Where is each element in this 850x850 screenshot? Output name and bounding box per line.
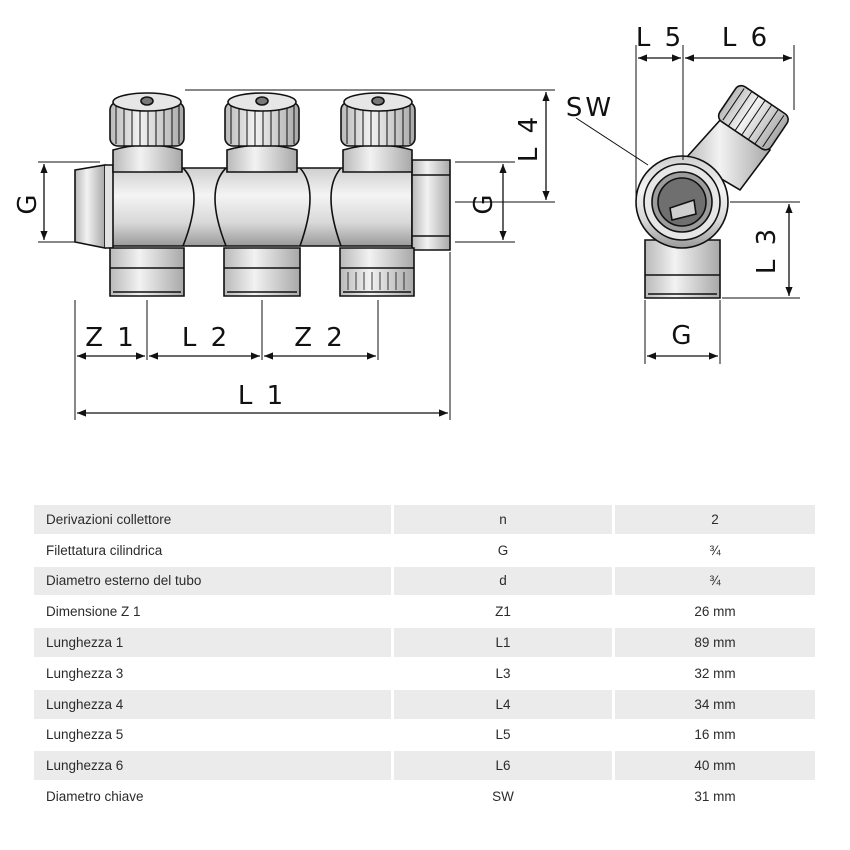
row-symbol: d [394, 566, 612, 596]
dim-g-mid: G [469, 191, 499, 214]
row-value: 31 mm [615, 782, 815, 811]
row-symbol: L4 [394, 689, 612, 719]
right-nut-end [411, 159, 451, 251]
row-symbol: Z1 [394, 597, 612, 627]
cell-separator [612, 597, 615, 627]
side-extension-lines [575, 45, 800, 364]
row-value: 2 [615, 505, 815, 534]
row-symbol: L3 [394, 658, 612, 688]
technical-drawing: G G L 4 Z 1 L 2 Z 2 L 1 [13, 23, 800, 420]
outlet-3 [339, 247, 415, 297]
row-description: Lunghezza 6 [34, 751, 391, 781]
row-value: 34 mm [615, 689, 815, 719]
dim-g-side: G [671, 321, 694, 351]
dim-z1: Z 1 [85, 323, 137, 353]
dim-l3: L 3 [752, 226, 782, 274]
cell-separator [391, 782, 394, 811]
cell-separator [612, 535, 615, 565]
row-description: Filettatura cilindrica [34, 535, 391, 565]
dimension-lines [40, 92, 550, 417]
cell-separator [391, 751, 394, 781]
row-symbol: n [394, 505, 612, 534]
row-symbol: L6 [394, 751, 612, 781]
valve-1 [109, 92, 185, 173]
cell-separator [612, 751, 615, 781]
row-symbol: L5 [394, 720, 612, 750]
cell-separator [612, 782, 615, 811]
row-description: Diametro esterno del tubo [34, 566, 391, 596]
manifold-side-view [635, 84, 789, 299]
outlet-1 [109, 247, 185, 297]
row-value: ¾ [615, 566, 815, 596]
cell-separator [391, 720, 394, 750]
row-symbol: L1 [394, 628, 612, 657]
row-description: Dimensione Z 1 [34, 597, 391, 627]
dim-l1: L 1 [238, 381, 286, 411]
row-description: Lunghezza 3 [34, 658, 391, 688]
cell-separator [391, 628, 394, 657]
cell-separator [612, 689, 615, 719]
dim-l2: L 2 [182, 323, 230, 353]
row-description: Derivazioni collettore [34, 505, 391, 534]
row-value: 89 mm [615, 628, 815, 657]
row-description: Diametro chiave [34, 782, 391, 811]
dim-g-left: G [13, 191, 43, 214]
extension-lines [38, 89, 555, 420]
row-value: 16 mm [615, 720, 815, 750]
manifold-front-view [74, 92, 451, 297]
cell-separator [612, 658, 615, 688]
cell-separator [612, 505, 615, 534]
cell-separator [391, 535, 394, 565]
side-dimension-lines [638, 54, 793, 360]
row-value: 40 mm [615, 751, 815, 781]
cell-separator [612, 720, 615, 750]
cell-separator [391, 658, 394, 688]
dim-sw: SW [566, 93, 614, 123]
dim-l4: L 4 [514, 114, 544, 162]
cell-separator [391, 689, 394, 719]
dim-z2: Z 2 [294, 323, 346, 353]
row-symbol: G [394, 535, 612, 565]
outlet-2 [223, 247, 301, 297]
row-symbol: SW [394, 782, 612, 811]
row-description: Lunghezza 4 [34, 689, 391, 719]
row-value: 32 mm [615, 658, 815, 688]
manifold-body [102, 167, 413, 247]
cell-separator [391, 566, 394, 596]
row-description: Lunghezza 1 [34, 628, 391, 657]
row-value: 26 mm [615, 597, 815, 627]
cell-separator [612, 628, 615, 657]
cell-separator [391, 505, 394, 534]
valve-3 [340, 92, 416, 173]
cell-separator [391, 597, 394, 627]
dim-l6: L 6 [722, 23, 770, 53]
row-value: ¾ [615, 535, 815, 565]
valve-2 [224, 92, 300, 173]
dim-l5: L 5 [636, 23, 684, 53]
row-description: Lunghezza 5 [34, 720, 391, 750]
left-thread-end [74, 164, 106, 249]
cell-separator [612, 566, 615, 596]
